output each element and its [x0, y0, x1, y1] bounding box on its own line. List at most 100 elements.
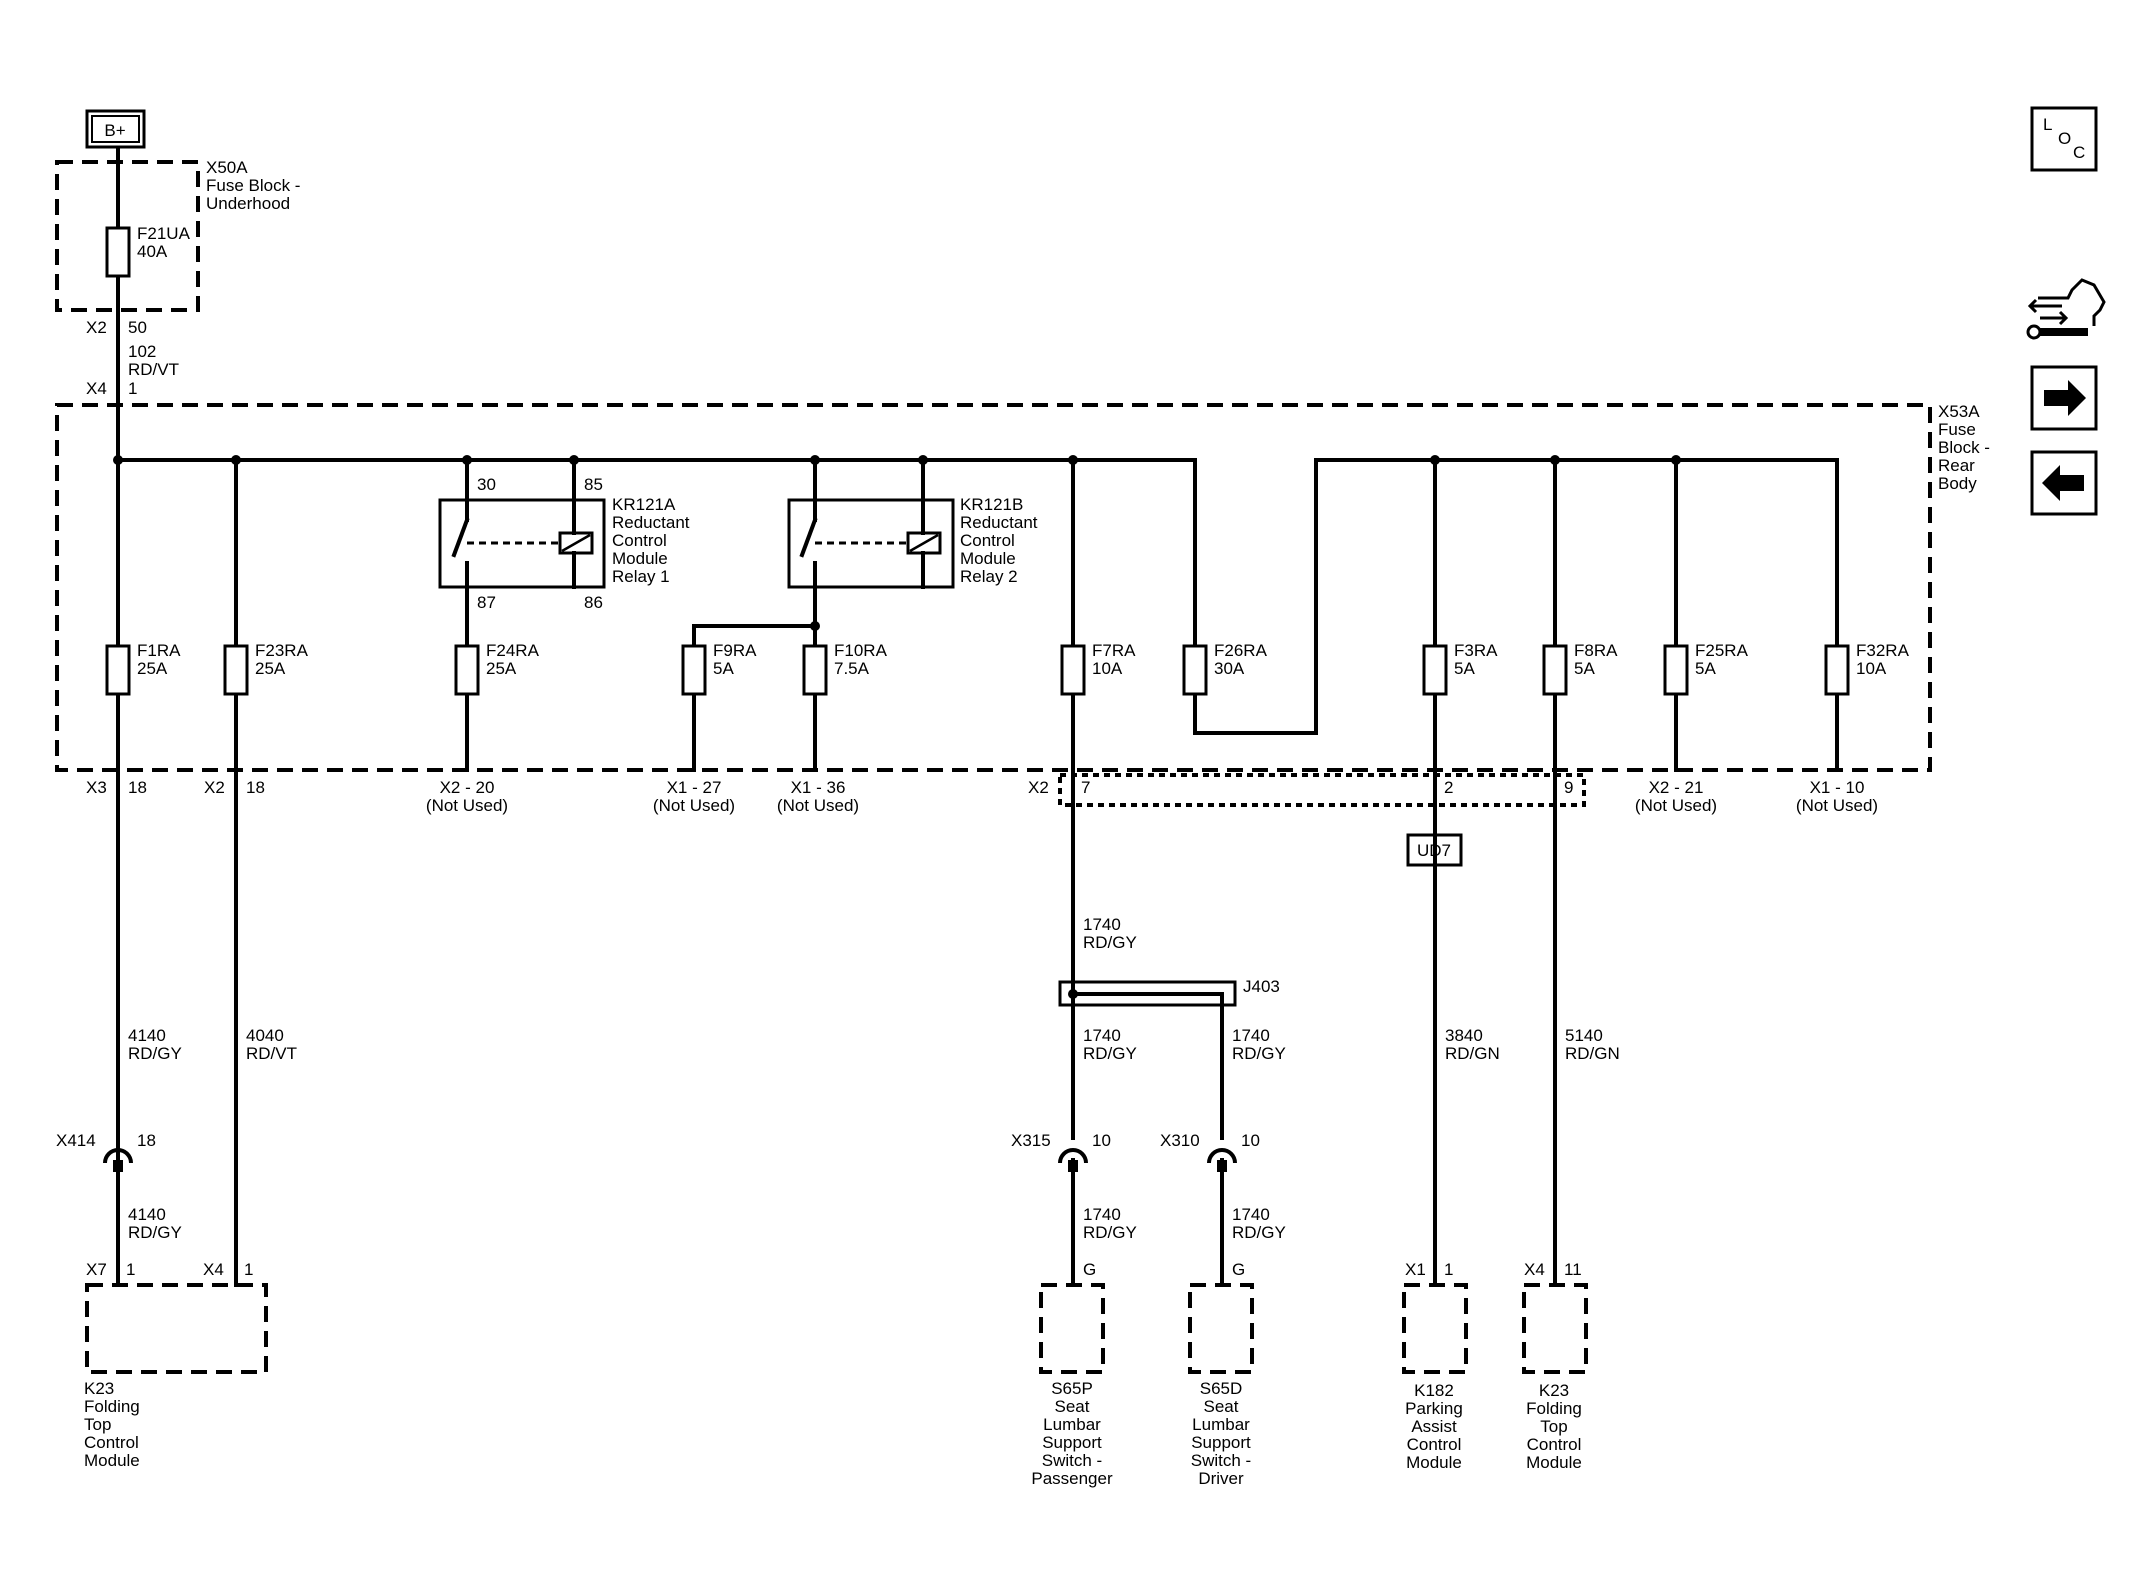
out-x3-pin: 18 [128, 778, 147, 797]
svg-text:Module: Module [84, 1451, 140, 1470]
fuse-f1ra: F1RA 25A [105, 641, 181, 696]
fuse-block-underhood-line1: Fuse Block - [206, 176, 300, 195]
fuse-f21ua-rating: 40A [137, 242, 168, 261]
svg-text:Lumbar: Lumbar [1192, 1415, 1250, 1434]
svg-text:F32RA: F32RA [1856, 641, 1910, 660]
out-x2-20-label: X2 - 20 [440, 778, 495, 797]
svg-text:5A: 5A [1574, 659, 1595, 678]
inline-connector-x315: X315 10 [1011, 1131, 1111, 1287]
relay-kr121b [787, 498, 955, 589]
svg-text:Seat: Seat [1055, 1397, 1090, 1416]
svg-text:11: 11 [1564, 1260, 1582, 1279]
svg-text:Folding: Folding [1526, 1399, 1582, 1418]
fuse-f9ra: F9RA 5A [681, 641, 757, 696]
svg-text:25A: 25A [137, 659, 168, 678]
wire-1740b-circuit: 1740 [1083, 1026, 1121, 1045]
svg-text:F25RA: F25RA [1695, 641, 1749, 660]
wire-5140-color: RD/GN [1565, 1044, 1620, 1063]
svg-text:Folding: Folding [84, 1397, 140, 1416]
svg-text:F23RA: F23RA [255, 641, 309, 660]
wire-1740d-color: RD/GY [1083, 1223, 1137, 1242]
underhood-out-pin: 50 [128, 318, 147, 337]
wire-1740d-circuit: 1740 [1083, 1205, 1121, 1224]
svg-text:1: 1 [244, 1260, 253, 1279]
fuse-f7ra: F7RA 10A [1060, 641, 1136, 696]
svg-text:10: 10 [1092, 1131, 1111, 1150]
svg-text:Switch -: Switch - [1042, 1451, 1102, 1470]
svg-text:Lumbar: Lumbar [1043, 1415, 1101, 1434]
out-x2-18-conn: X2 [204, 778, 225, 797]
out-x1-27-note: (Not Used) [653, 796, 735, 815]
rear-in-pin: 1 [128, 379, 137, 398]
svg-text:F1RA: F1RA [137, 641, 181, 660]
svg-text:Top: Top [84, 1415, 111, 1434]
relay-kr121b-line4: Relay 2 [960, 567, 1018, 586]
relay-kr121a-pin87: 87 [477, 593, 496, 612]
svg-text:Module: Module [1526, 1453, 1582, 1472]
fuse-f23ra: F23RA 25A [223, 641, 309, 696]
option-ud7-box [1406, 833, 1463, 867]
underhood-out-conn: X2 [86, 318, 107, 337]
svg-text:Control: Control [1527, 1435, 1582, 1454]
module-k23-right: X4 11 K23 Folding Top Control Module [1522, 1260, 1588, 1472]
fuse-f3ra: F3RA 5A [1422, 641, 1498, 696]
wire-1740c-circuit: 1740 [1232, 1026, 1270, 1045]
svg-text:Assist: Assist [1411, 1417, 1457, 1436]
out-pin-9: 9 [1564, 778, 1573, 797]
fuse-f26ra: F26RA 30A [1182, 641, 1268, 696]
relay-kr121b-line2: Control [960, 531, 1015, 550]
module-k23-left: X7 1 X4 1 K23 Folding Top Control Module [84, 1260, 268, 1470]
svg-text:25A: 25A [486, 659, 517, 678]
vehicle-service-icon[interactable] [2026, 278, 2106, 340]
svg-text:Driver: Driver [1198, 1469, 1244, 1488]
svg-text:1: 1 [126, 1260, 135, 1279]
loc-letter-o: O [2058, 129, 2071, 148]
svg-text:Parking: Parking [1405, 1399, 1463, 1418]
out-x1-36-label: X1 - 36 [791, 778, 846, 797]
svg-text:Passenger: Passenger [1031, 1469, 1113, 1488]
fuse-block-underhood [55, 160, 200, 312]
relay-kr121a-line3: Module [612, 549, 668, 568]
loc-letter-c: C [2073, 143, 2085, 162]
out-x2-21-label: X2 - 21 [1649, 778, 1704, 797]
fuse-block-rear-id: X53A [1938, 402, 1980, 421]
svg-text:S65P: S65P [1051, 1379, 1093, 1398]
fuse-block-rear-line3: Rear [1938, 456, 1975, 475]
svg-text:S65D: S65D [1200, 1379, 1243, 1398]
wire-1740-color: RD/GY [1083, 933, 1137, 952]
fuse-f32ra: F32RA 10A [1824, 641, 1910, 696]
svg-text:X7: X7 [86, 1260, 107, 1279]
relay-kr121a-pin86: 86 [584, 593, 603, 612]
fuse-f25ra: F25RA 5A [1663, 641, 1749, 696]
inline-connector-x414: X414 18 [56, 1131, 156, 1287]
module-s65p: G S65P Seat Lumbar Support Switch - Pass… [1031, 1260, 1113, 1488]
previous-page-button[interactable] [2030, 450, 2098, 516]
wire-1740c-color: RD/GY [1232, 1044, 1286, 1063]
fuse-f24ra: F24RA 25A [454, 641, 540, 696]
module-s65d: G S65D Seat Lumbar Support Switch - Driv… [1188, 1260, 1254, 1488]
svg-text:1: 1 [1444, 1260, 1453, 1279]
svg-text:F8RA: F8RA [1574, 641, 1618, 660]
fuse-block-rear-line1: Fuse [1938, 420, 1976, 439]
loc-letter-l: L [2043, 115, 2052, 134]
svg-text:Module: Module [1406, 1453, 1462, 1472]
svg-text:K23: K23 [1539, 1381, 1569, 1400]
svg-text:F10RA: F10RA [834, 641, 888, 660]
relay-kr121a-pin85: 85 [584, 475, 603, 494]
inline-connector-x310: X310 10 [1160, 1131, 1260, 1287]
fuse-f10ra: F10RA 7.5A [802, 641, 888, 696]
wire-4140-circuit: 4140 [128, 1026, 166, 1045]
relay-kr121a-pin30: 30 [477, 475, 496, 494]
svg-text:Support: Support [1191, 1433, 1251, 1452]
wire-102-circuit: 102 [128, 342, 156, 361]
svg-text:X310: X310 [1160, 1131, 1200, 1150]
svg-text:10A: 10A [1092, 659, 1123, 678]
out-x1-27-label: X1 - 27 [667, 778, 722, 797]
loc-button[interactable]: L O C [2030, 106, 2098, 172]
svg-text:Switch -: Switch - [1191, 1451, 1251, 1470]
wire-4140-color: RD/GY [128, 1044, 182, 1063]
next-page-button[interactable] [2030, 365, 2098, 431]
fuse-block-underhood-line2: Underhood [206, 194, 290, 213]
module-k182: X1 1 K182 Parking Assist Control Module [1402, 1260, 1468, 1472]
